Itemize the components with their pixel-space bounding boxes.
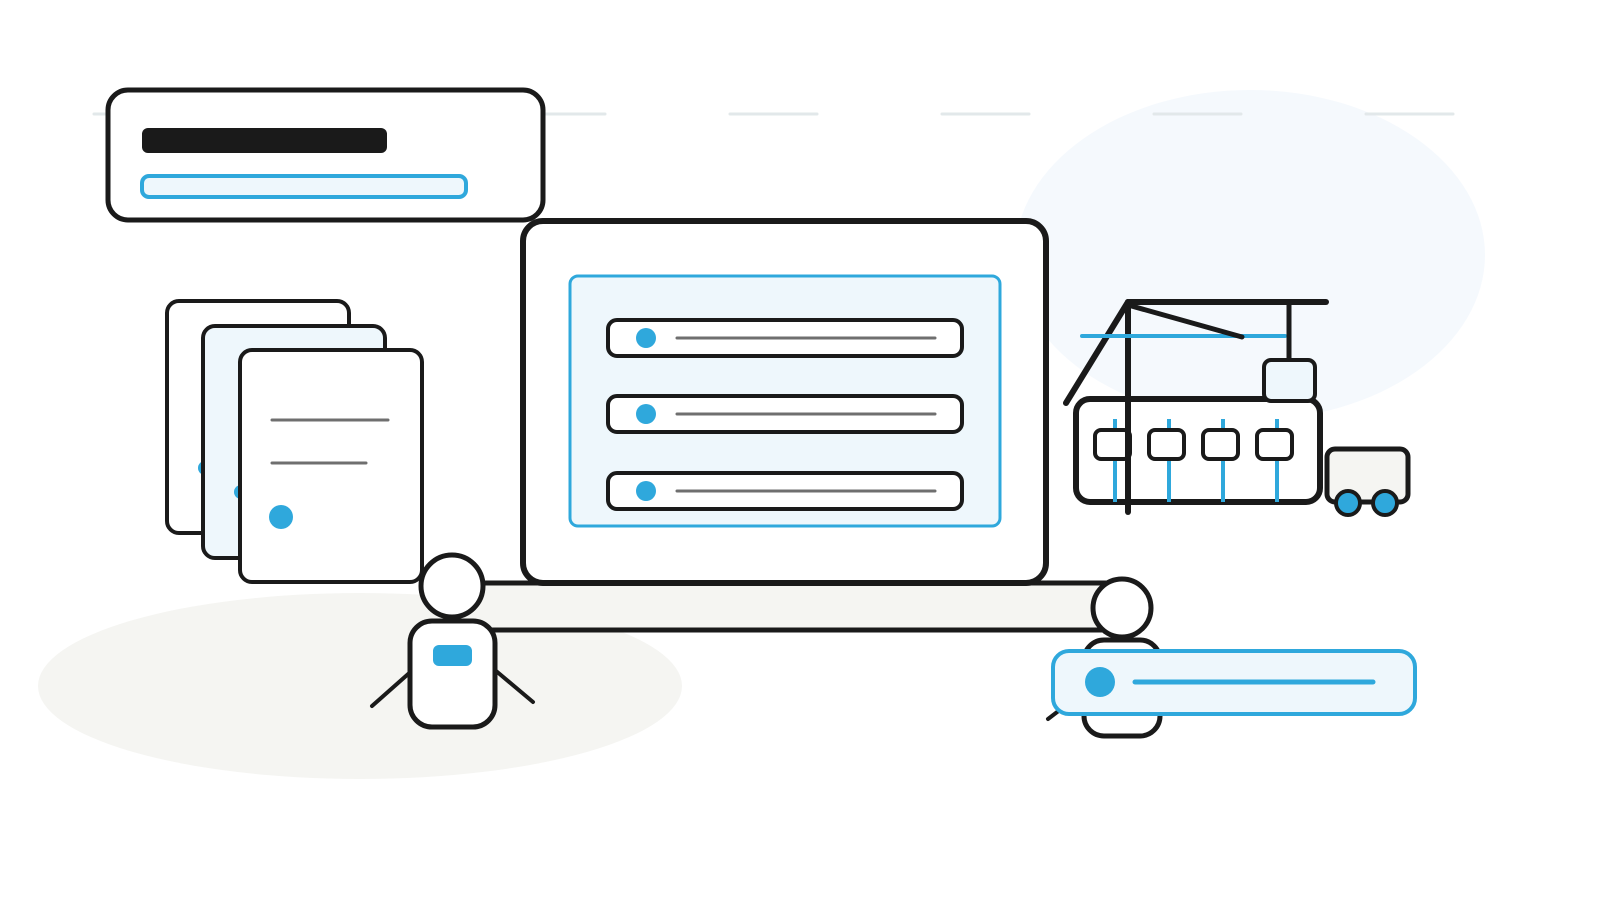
header-title-bar — [142, 128, 387, 153]
factory-building — [1073, 396, 1323, 505]
ground-shadow — [38, 593, 682, 779]
monitor — [520, 218, 1049, 586]
monitor-list-row — [606, 394, 964, 434]
robot-head — [418, 552, 486, 620]
monitor-list-row — [606, 318, 964, 358]
robot-left — [370, 552, 535, 730]
result-chip — [1051, 649, 1417, 716]
monitor-list-row — [606, 471, 964, 511]
robot-head — [1090, 576, 1154, 640]
document-dot — [269, 505, 293, 529]
factory-windows — [1093, 419, 1294, 502]
document-front — [238, 348, 424, 584]
crane — [1063, 299, 1329, 515]
robot-body — [407, 618, 498, 730]
cart-wheel — [1334, 489, 1362, 517]
cart-wheel — [1371, 489, 1399, 517]
cart — [1324, 446, 1411, 517]
crane-box — [1262, 358, 1317, 403]
conveyor-belt — [447, 580, 1133, 633]
robot-badge — [433, 645, 472, 666]
header-progress-bar — [140, 174, 468, 199]
result-dot — [1085, 667, 1115, 697]
header-card — [105, 87, 546, 223]
factory — [1063, 299, 1329, 515]
document-stack — [165, 299, 424, 584]
